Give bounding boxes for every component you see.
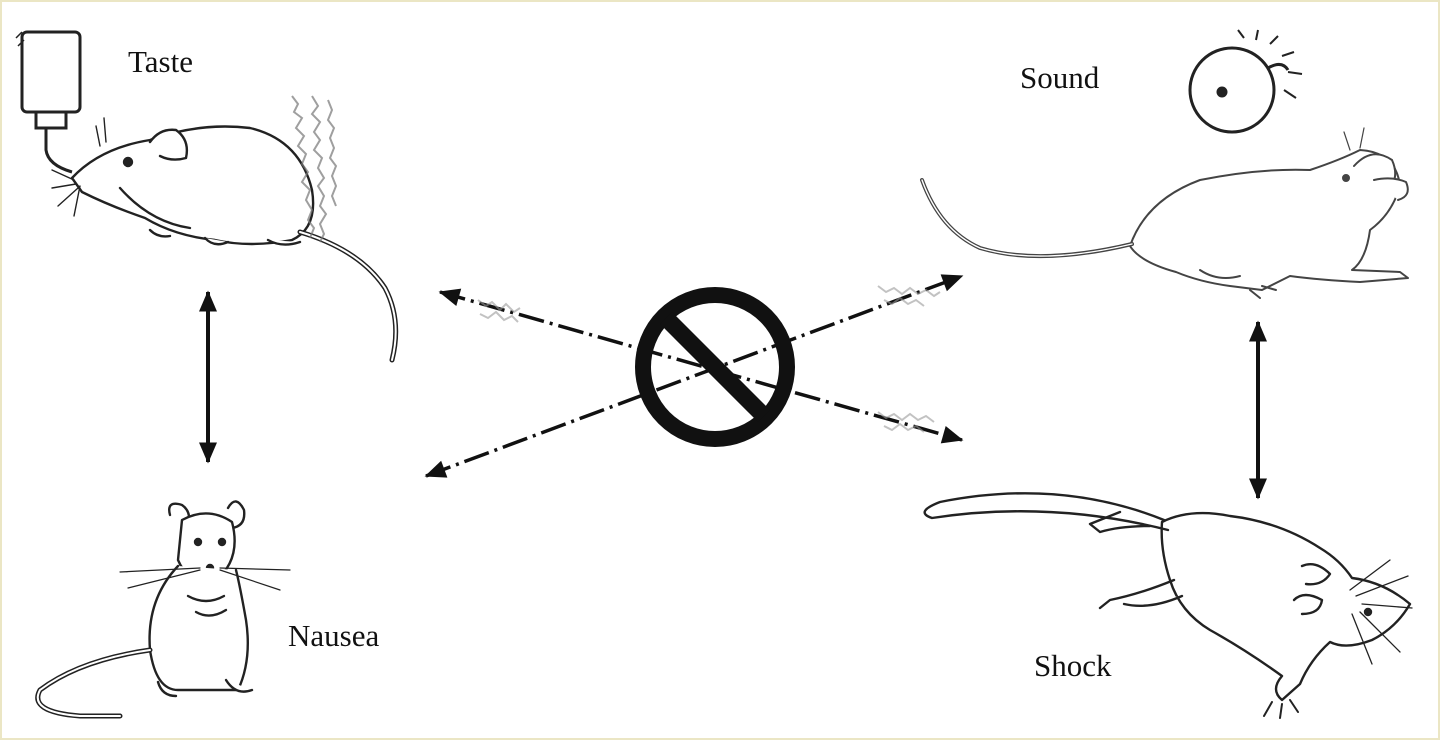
crossed-arrows bbox=[424, 274, 964, 478]
sound-rat-illustration bbox=[920, 127, 1409, 299]
taste-rat-illustration bbox=[51, 117, 399, 363]
drinking-bottle-icon bbox=[15, 30, 82, 174]
arrow-taste-to-shock bbox=[438, 288, 964, 444]
arrow-nausea-to-sound bbox=[424, 274, 964, 478]
texture-smudges bbox=[477, 285, 941, 433]
nausea-label: Nausea bbox=[288, 618, 380, 653]
sound-label: Sound bbox=[1020, 60, 1100, 95]
no-symbol-icon bbox=[635, 287, 795, 447]
taste-label: Taste bbox=[128, 44, 193, 79]
nausea-rat-illustration bbox=[35, 500, 291, 719]
texture-strip-top-left bbox=[291, 95, 338, 243]
shock-rat-illustration bbox=[923, 492, 1413, 719]
shock-label: Shock bbox=[1034, 648, 1112, 683]
bell-icon bbox=[1188, 29, 1303, 134]
